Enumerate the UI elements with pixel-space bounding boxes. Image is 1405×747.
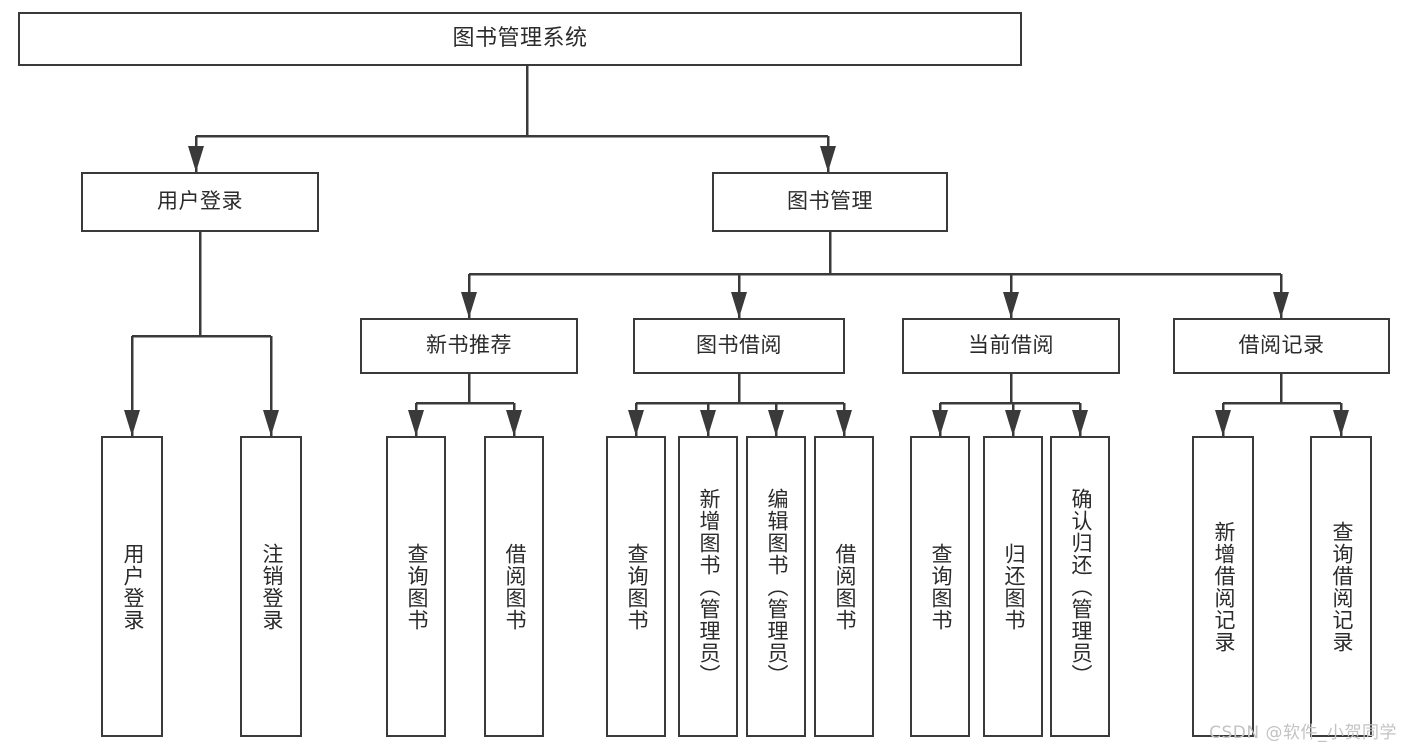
leaf-query-book-1-label: 查询图书 (404, 542, 429, 631)
leaf-user-login-label: 用户登录 (120, 542, 145, 631)
leaf-confirm-return-label: 确认归还（管理员） (1068, 487, 1093, 686)
leaf-add-record[interactable]: 新增借阅记录 (1192, 436, 1254, 737)
node-current-borrow[interactable]: 当前借阅 (902, 318, 1120, 374)
leaf-query-book-2-label: 查询图书 (624, 542, 649, 631)
node-user-login[interactable]: 用户登录 (81, 172, 319, 232)
leaf-borrow-book-1-label: 借阅图书 (502, 542, 527, 631)
leaf-add-book[interactable]: 新增图书（管理员） (678, 436, 738, 737)
leaf-edit-book-label: 编辑图书（管理员） (764, 487, 789, 686)
node-book-borrow[interactable]: 图书借阅 (633, 318, 845, 374)
node-root[interactable]: 图书管理系统 (18, 12, 1022, 66)
leaf-borrow-book-2-label: 借阅图书 (832, 542, 857, 631)
node-root-label: 图书管理系统 (452, 25, 588, 51)
leaf-query-record[interactable]: 查询借阅记录 (1310, 436, 1372, 737)
node-borrow-record[interactable]: 借阅记录 (1173, 318, 1390, 374)
leaf-add-book-label: 新增图书（管理员） (696, 487, 721, 686)
leaf-return-book[interactable]: 归还图书 (983, 436, 1043, 737)
leaf-user-login[interactable]: 用户登录 (101, 436, 163, 737)
leaf-borrow-book-2[interactable]: 借阅图书 (814, 436, 874, 737)
leaf-query-book-1[interactable]: 查询图书 (386, 436, 446, 737)
leaf-return-book-label: 归还图书 (1001, 542, 1026, 631)
leaf-logout[interactable]: 注销登录 (240, 436, 302, 737)
node-new-book-rec-label: 新书推荐 (426, 333, 512, 358)
node-borrow-record-label: 借阅记录 (1238, 333, 1325, 358)
node-book-manage-label: 图书管理 (787, 189, 873, 214)
watermark: CSDN @软件_小贺同学 (1209, 723, 1397, 743)
node-book-manage[interactable]: 图书管理 (712, 172, 948, 232)
leaf-query-book-2[interactable]: 查询图书 (606, 436, 666, 737)
node-new-book-rec[interactable]: 新书推荐 (360, 318, 578, 374)
node-user-login-label: 用户登录 (157, 189, 243, 214)
leaf-query-book-3-label: 查询图书 (928, 542, 953, 631)
node-book-borrow-label: 图书借阅 (696, 333, 782, 358)
node-current-borrow-label: 当前借阅 (968, 333, 1054, 358)
leaf-borrow-book-1[interactable]: 借阅图书 (484, 436, 544, 737)
leaf-query-record-label: 查询借阅记录 (1329, 520, 1354, 653)
leaf-query-book-3[interactable]: 查询图书 (910, 436, 970, 737)
leaf-edit-book[interactable]: 编辑图书（管理员） (746, 436, 806, 737)
leaf-logout-label: 注销登录 (259, 542, 284, 631)
leaf-confirm-return[interactable]: 确认归还（管理员） (1050, 436, 1110, 737)
leaf-add-record-label: 新增借阅记录 (1211, 520, 1236, 653)
